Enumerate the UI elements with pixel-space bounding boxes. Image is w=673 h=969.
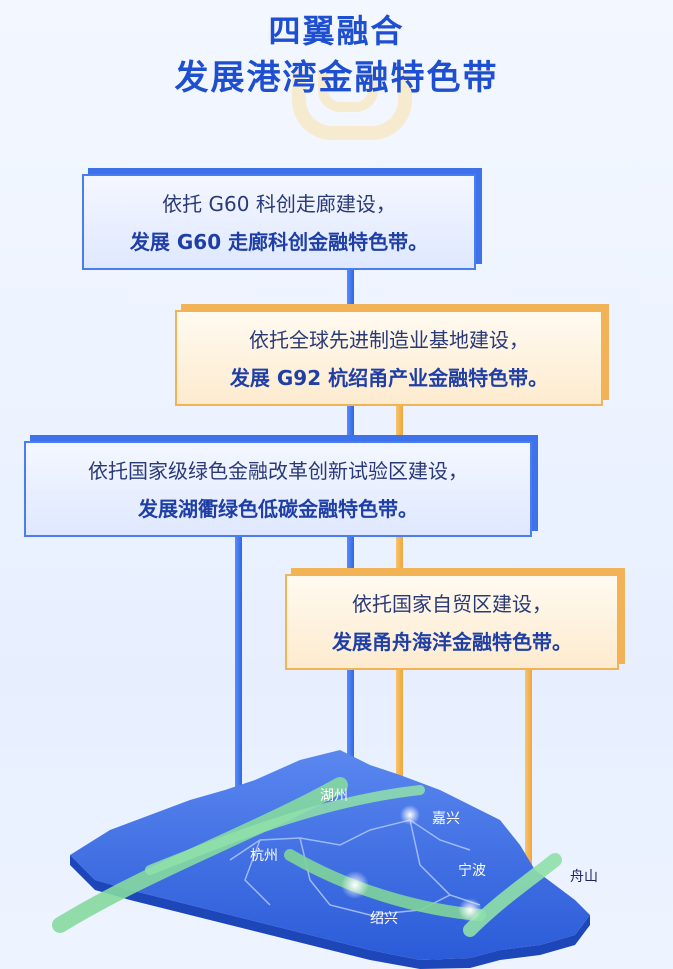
city-label-hangzhou: 杭州: [250, 848, 278, 864]
card-g60-line1: 依托 G60 科创走廊建设，: [162, 192, 396, 216]
card-huqu-line1: 依托国家级绿色金融改革创新试验区建设，: [88, 459, 468, 483]
decorative-u-shape-inner: [318, 70, 378, 112]
glow-hangzhou: [341, 871, 369, 899]
city-label-jiaxing: 嘉兴: [432, 811, 460, 827]
card-yongzhou-line1: 依托国家自贸区建设，: [352, 592, 552, 616]
card-g92-line1: 依托全球先进制造业基地建设，: [249, 328, 529, 352]
card-g92: 依托全球先进制造业基地建设， 发展 G92 杭绍甬产业金融特色带。: [175, 310, 603, 406]
city-label-zhoushan: 舟山: [570, 869, 598, 885]
card-huqu-line2: 发展湖衢绿色低碳金融特色带。: [138, 497, 418, 521]
city-label-shaoxing: 绍兴: [370, 911, 398, 927]
card-huqu: 依托国家级绿色金融改革创新试验区建设， 发展湖衢绿色低碳金融特色带。: [24, 441, 532, 537]
card-g60: 依托 G60 科创走廊建设， 发展 G60 走廊科创金融特色带。: [82, 174, 476, 270]
zhejiang-map: 湖州 嘉兴 杭州 宁波 舟山 绍兴: [52, 750, 598, 969]
title-line-2: 发展港湾金融特色带: [174, 58, 499, 98]
title-line-1: 四翼融合: [268, 12, 405, 50]
glow-jiaxing: [400, 805, 420, 825]
pole-yongzhou: [525, 660, 532, 885]
green-band-2: [145, 785, 425, 875]
pole-huqu: [235, 535, 242, 795]
green-band-4: [463, 853, 562, 937]
card-yongzhou-line2: 发展甬舟海洋金融特色带。: [332, 630, 572, 654]
map-boundaries: [229, 819, 481, 916]
pole-g60: [347, 268, 354, 808]
city-label-huzhou: 湖州: [320, 788, 348, 804]
card-g60-line2: 发展 G60 走廊科创金融特色带。: [129, 230, 429, 254]
green-band-3: [284, 849, 486, 921]
card-g92-line2: 发展 G92 杭绍甬产业金融特色带。: [229, 366, 549, 390]
card-yongzhou: 依托国家自贸区建设， 发展甬舟海洋金融特色带。: [285, 574, 619, 670]
glow-ningbo: [458, 898, 482, 922]
map-landmass-edge: [70, 855, 590, 969]
city-label-ningbo: 宁波: [458, 862, 486, 879]
